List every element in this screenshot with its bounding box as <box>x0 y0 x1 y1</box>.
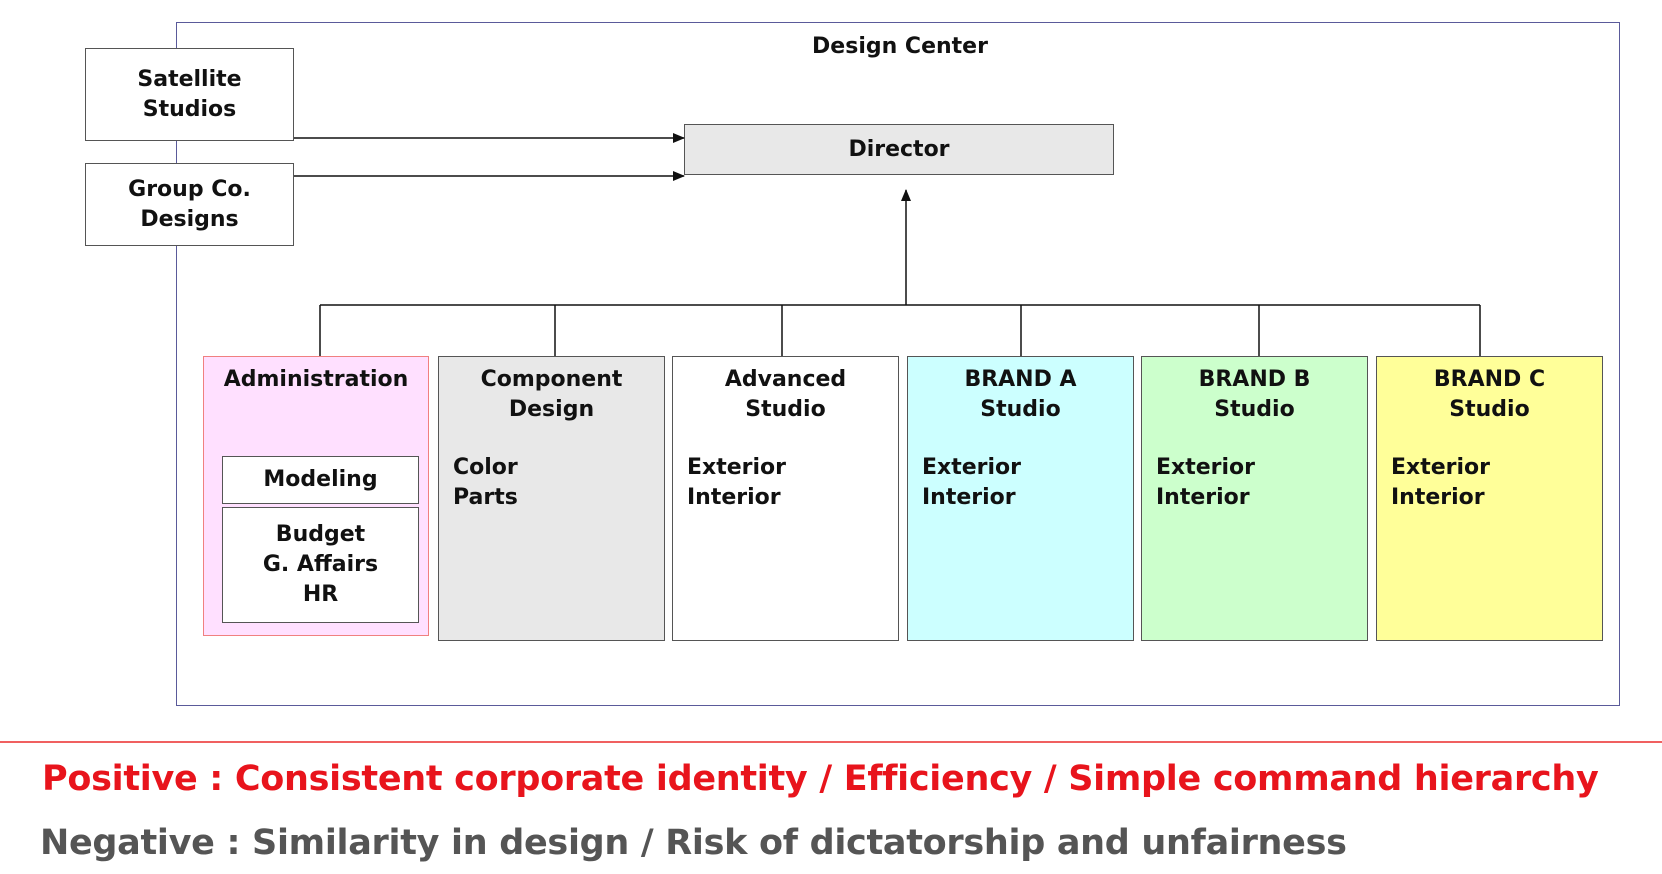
admin-modeling-box: Modeling <box>222 456 419 504</box>
dept-advanced-studio-title: Advanced Studio <box>724 367 847 422</box>
dept-component-design-title: Component Design <box>480 367 623 422</box>
dept-administration-title: Administration <box>223 367 409 392</box>
dept-brand-a-studio-title: BRAND A Studio <box>964 367 1077 422</box>
dept-advanced-studio: Advanced Studio Exterior Interior <box>672 356 899 641</box>
dept-component-design-items: Color Parts <box>453 455 518 510</box>
negative-statement: Negative : Similarity in design / Risk o… <box>40 823 1347 863</box>
director-box: Director <box>684 124 1114 175</box>
group-co-designs-label: Group Co. Designs <box>128 176 251 232</box>
satellite-studios-label: Satellite Studios <box>137 66 242 122</box>
dept-brand-c-studio-items: Exterior Interior <box>1391 455 1491 510</box>
group-co-designs-box: Group Co. Designs <box>85 163 294 246</box>
dept-brand-a-studio-items: Exterior Interior <box>922 455 1022 510</box>
director-label: Director <box>848 136 950 162</box>
dept-brand-b-studio-title: BRAND B Studio <box>1198 367 1311 422</box>
dept-brand-b-studio: BRAND B Studio Exterior Interior <box>1141 356 1368 641</box>
satellite-studios-box: Satellite Studios <box>85 48 294 141</box>
admin-budget-box: Budget G. Affairs HR <box>222 507 419 623</box>
positive-statement: Positive : Consistent corporate identity… <box>42 759 1599 799</box>
footer-divider <box>0 741 1662 743</box>
design-center-label: Design Center <box>812 34 988 59</box>
design-center-container <box>176 22 1620 706</box>
dept-component-design: Component Design Color Parts <box>438 356 665 641</box>
admin-modeling-label: Modeling <box>263 467 378 492</box>
dept-brand-c-studio-title: BRAND C Studio <box>1433 367 1546 422</box>
dept-brand-a-studio: BRAND A Studio Exterior Interior <box>907 356 1134 641</box>
dept-brand-c-studio: BRAND C Studio Exterior Interior <box>1376 356 1603 641</box>
dept-advanced-studio-items: Exterior Interior <box>687 455 787 510</box>
admin-budget-label: Budget G. Affairs HR <box>262 522 379 607</box>
dept-administration: Administration Modeling Budget G. Affair… <box>203 356 429 636</box>
dept-brand-b-studio-items: Exterior Interior <box>1156 455 1256 510</box>
